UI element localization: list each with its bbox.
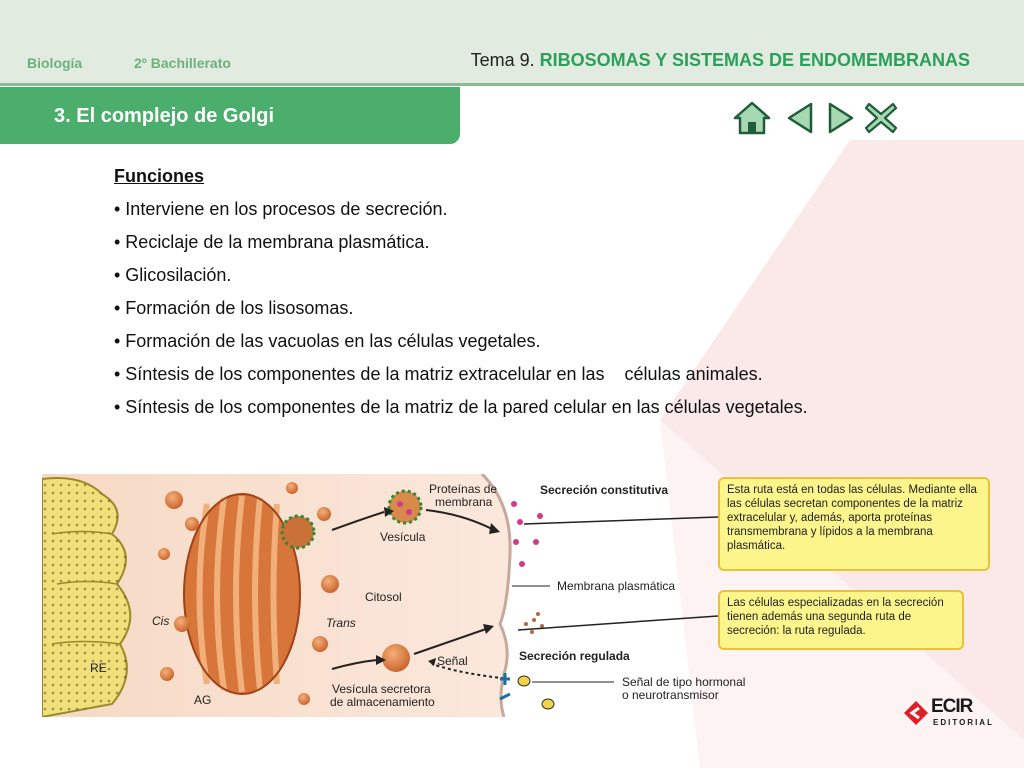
golgi-diagram: Proteínas de membrana Secreción constitu… xyxy=(42,474,990,717)
triangle-left-icon[interactable] xyxy=(785,100,815,136)
list-item: • Interviene en los procesos de secreció… xyxy=(114,199,448,219)
label-membrana-plasmatica: Membrana plasmática xyxy=(557,579,676,593)
course-label: 2º Bachillerato xyxy=(134,55,231,71)
tema-title: RIBOSOMAS Y SISTEMAS DE ENDOMEMBRANAS xyxy=(539,50,970,70)
subject-label: Biología xyxy=(27,55,83,71)
label-vesicula-secretora: Vesícula secretora xyxy=(332,682,431,696)
callout-constitutiva: Esta ruta está en todas las células. Med… xyxy=(718,477,990,571)
callout-regulada: Las células especializadas en la secreci… xyxy=(718,590,964,650)
logo-sub: EDITORIAL xyxy=(933,718,994,727)
ecir-logo-mark-icon xyxy=(904,701,928,725)
navigation-bar xyxy=(731,100,901,140)
logo-word: ECIR xyxy=(931,696,973,717)
functions-list: Funciones • Interviene en los procesos d… xyxy=(114,165,914,429)
list-item: • Reciclaje de la membrana plasmática. xyxy=(114,232,430,252)
home-icon[interactable] xyxy=(733,100,771,136)
label-trans: Trans xyxy=(326,616,356,630)
section-tab xyxy=(0,87,460,144)
label-proteinas: Proteínas de xyxy=(429,482,498,496)
label-membrana: membrana xyxy=(435,495,493,509)
label-almacenamiento: de almacenamiento xyxy=(330,695,435,709)
golgi-illustration xyxy=(42,474,719,717)
label-cis: Cis xyxy=(152,614,170,628)
tema-heading: Tema 9. RIBOSOMAS Y SISTEMAS DE ENDOMEMB… xyxy=(471,50,970,71)
label-vesicula: Vesícula xyxy=(380,530,426,544)
tema-prefix: Tema 9. xyxy=(470,50,535,70)
label-secrecion-regulada: Secreción regulada xyxy=(519,649,630,663)
list-item: • Síntesis de los componentes de la matr… xyxy=(114,364,763,384)
list-item: • Síntesis de los componentes de la matr… xyxy=(114,397,808,417)
list-item: • Glicosilación. xyxy=(114,265,232,285)
triangle-right-icon[interactable] xyxy=(826,100,856,136)
label-senal: Señal xyxy=(437,654,468,668)
label-citosol: Citosol xyxy=(365,590,402,604)
section-title: 3. El complejo de Golgi xyxy=(54,105,275,127)
endoplasmic-reticulum xyxy=(42,477,132,717)
label-re: RE xyxy=(90,661,107,675)
close-x-icon[interactable] xyxy=(863,100,899,136)
label-senal-tipo-2: o neurotransmisor xyxy=(622,688,719,702)
label-secrecion-constitutiva: Secreción constitutiva xyxy=(540,483,669,497)
header-bar xyxy=(0,0,1024,86)
golgi-stack xyxy=(183,493,301,695)
list-item: • Formación de las vacuolas en las célul… xyxy=(114,331,541,351)
list-item: • Formación de los lisosomas. xyxy=(114,298,354,318)
functions-heading: Funciones xyxy=(114,166,205,186)
ecir-logo: ECIR EDITORIAL xyxy=(903,694,995,730)
label-senal-tipo-1: Señal de tipo hormonal xyxy=(622,675,746,689)
label-ag: AG xyxy=(194,693,212,707)
